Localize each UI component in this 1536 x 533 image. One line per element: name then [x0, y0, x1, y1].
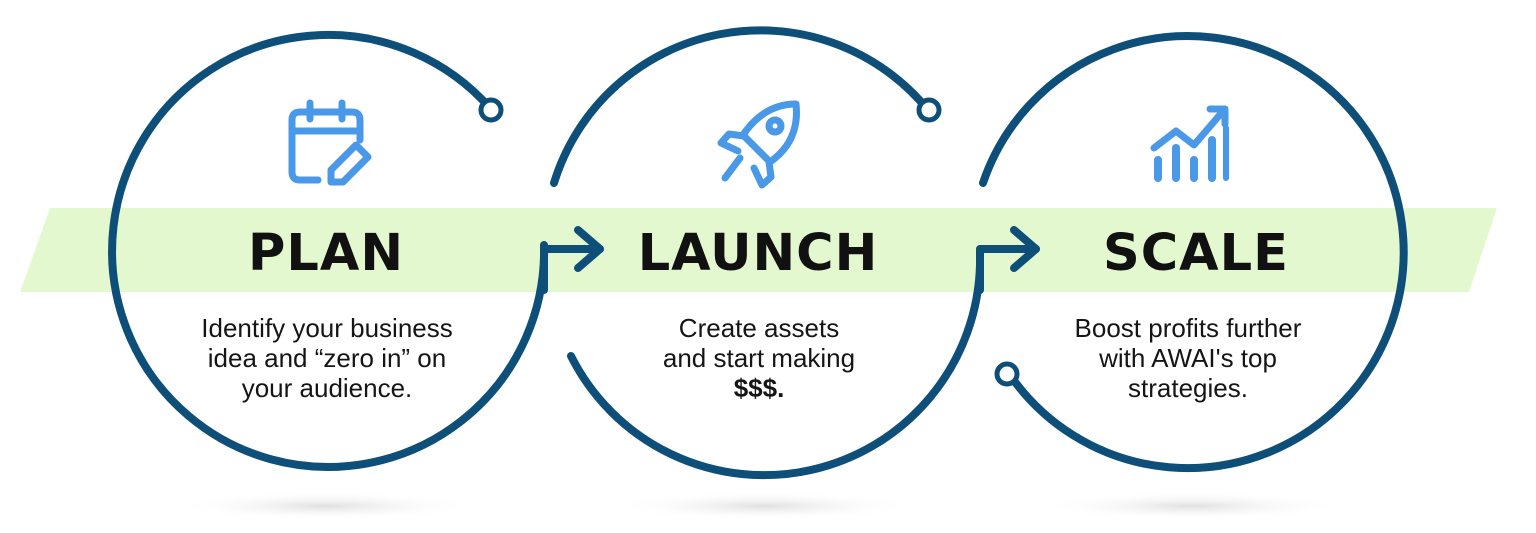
- arrow-plan-to-launch: [540, 226, 604, 294]
- plan-ring: [108, 30, 549, 471]
- growth-chart-icon: [1150, 105, 1229, 182]
- arrow-launch-to-scale: [976, 226, 1040, 294]
- scale-ring-endpoint: [994, 361, 1020, 387]
- plan-desc-line: idea and “zero in” on: [207, 343, 447, 373]
- launch-desc-line: Create assets: [678, 313, 840, 343]
- scale-shadow: [1042, 492, 1342, 520]
- scale-ring: [979, 32, 1408, 473]
- calendar-edit-icon: [288, 99, 372, 186]
- step-title-plan: PLAN: [247, 224, 405, 283]
- plan-desc-line: your audience.: [241, 373, 413, 403]
- plan-ring-endpoint: [478, 97, 504, 123]
- launch-ring-endpoint: [916, 97, 942, 123]
- plan-shadow: [176, 492, 476, 520]
- plan-desc-line: Identify your business: [201, 313, 453, 343]
- scale-desc-line: with AWAI's top: [1099, 343, 1277, 373]
- step-title-scale: SCALE: [1103, 224, 1289, 283]
- step-description-launch: Create assets and start making $$$.: [594, 313, 924, 403]
- scale-desc-line: Boost profits further: [1074, 313, 1302, 343]
- step-description-scale: Boost profits further with AWAI's top st…: [1023, 313, 1353, 403]
- launch-desc-line: and start making: [662, 343, 856, 373]
- step-description-plan: Identify your business idea and “zero in…: [162, 313, 492, 403]
- launch-shadow: [614, 492, 914, 520]
- rocket-icon: [717, 100, 800, 189]
- highlight-band: [20, 208, 1497, 292]
- step-title-launch: LAUNCH: [637, 224, 879, 283]
- scale-desc-line: strategies.: [1128, 373, 1248, 403]
- launch-ring: [550, 26, 984, 480]
- launch-desc-money: $$$.: [733, 373, 785, 403]
